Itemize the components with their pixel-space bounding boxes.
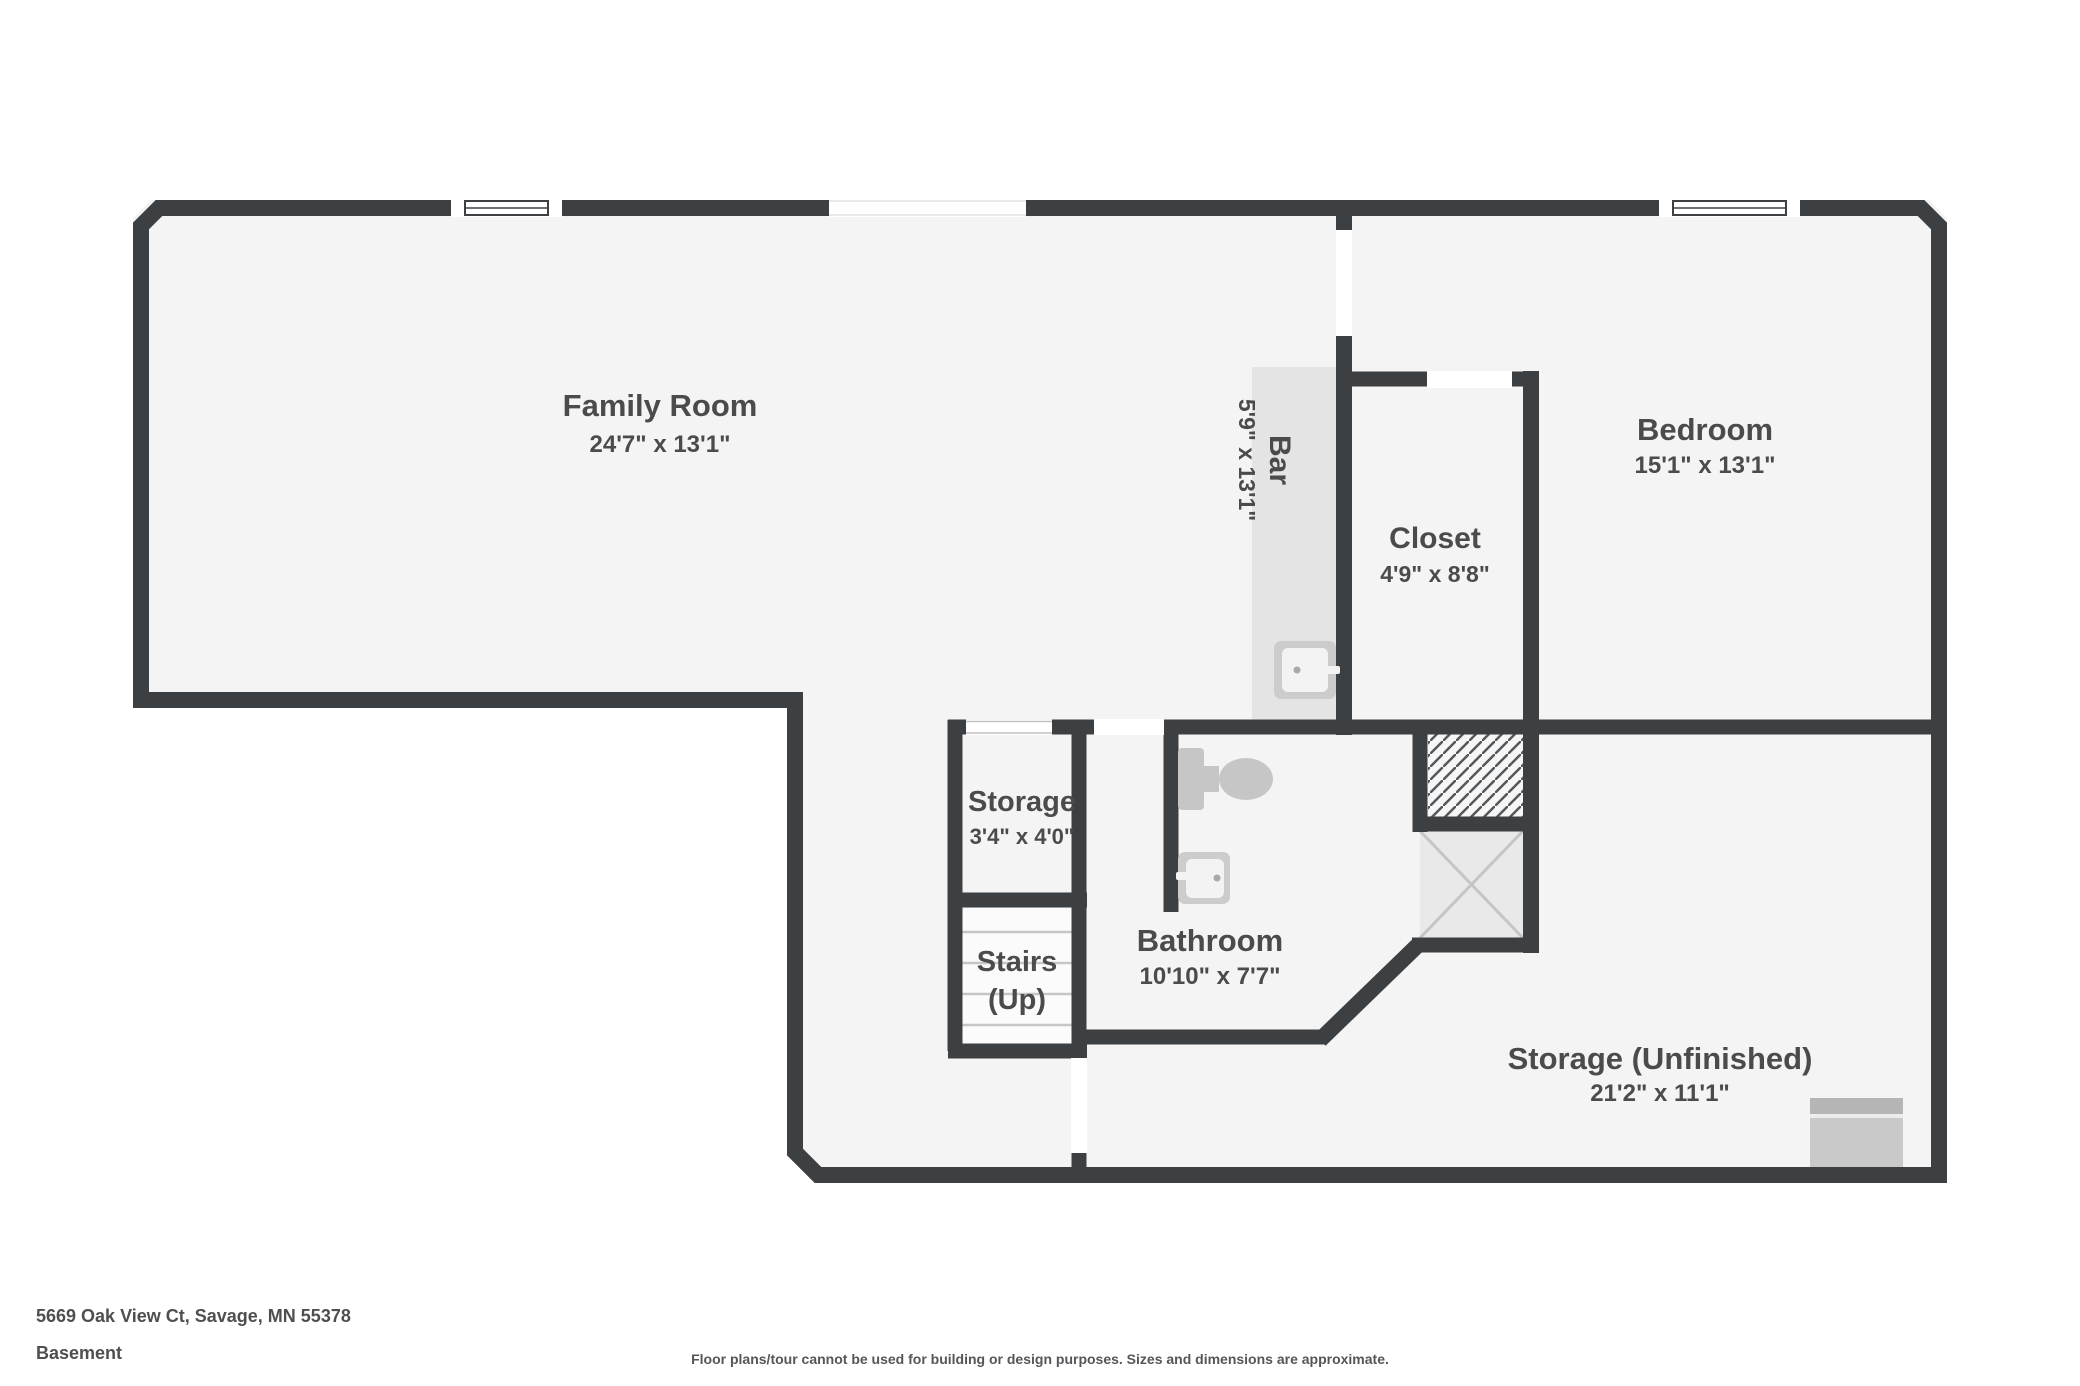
bathroom-angled-wall <box>1314 938 1425 1046</box>
bedroom-dims: 15'1" x 13'1" <box>1635 452 1776 479</box>
sink-drain <box>1213 874 1221 882</box>
cased-opening-icon <box>966 720 1052 735</box>
interior-walls <box>947 216 1939 1175</box>
rug-top-band <box>1810 1098 1903 1114</box>
storage-unfinished-dims: 21'2" x 11'1" <box>1590 1080 1730 1107</box>
shower-x-lines <box>1418 829 1525 940</box>
bathroom-label: Bathroom <box>1137 923 1283 958</box>
sink-drain <box>1293 666 1301 674</box>
sink-basin <box>1186 859 1224 898</box>
door-opening-icon <box>1336 230 1352 336</box>
footer-floor-label: Basement <box>36 1343 122 1363</box>
bathroom-dims: 10'10" x 7'7" <box>1140 963 1281 990</box>
bar-label: Bar <box>1263 435 1296 485</box>
closet-dims: 4'9" x 8'8" <box>1380 561 1490 587</box>
storage-opening-lines <box>966 720 1052 734</box>
family-room-dims: 24'7" x 13'1" <box>590 431 731 458</box>
windows <box>451 199 1800 217</box>
footer-address: 5669 Oak View Ct, Savage, MN 55378 <box>36 1306 351 1326</box>
door-opening-icon <box>1427 371 1512 388</box>
rug-separator <box>1810 1114 1903 1118</box>
sink-basin <box>1282 648 1328 692</box>
storage-opening <box>966 720 1052 735</box>
bedroom-label: Bedroom <box>1637 412 1773 447</box>
bar-label-group: Bar 5'9" x 13'1" <box>1234 399 1296 521</box>
storage-unfinished-label: Storage (Unfinished) <box>1508 1041 1813 1076</box>
window-icon <box>451 199 562 217</box>
footer-disclaimer: Floor plans/tour cannot be used for buil… <box>691 1351 1389 1367</box>
stairs-label: Stairs <box>977 946 1058 978</box>
toilet-tank <box>1178 748 1204 810</box>
opening-jamb-lines <box>829 200 1026 216</box>
footer: 5669 Oak View Ct, Savage, MN 55378 Basem… <box>36 1306 1389 1367</box>
family-room-label: Family Room <box>563 388 758 423</box>
stairs-floor <box>962 908 1072 1044</box>
closet-label: Closet <box>1389 522 1481 555</box>
sink-faucet-notch <box>1176 872 1190 880</box>
wall-opening-icon <box>829 199 1026 217</box>
door-openings <box>829 199 1512 1153</box>
door-opening-icon <box>1094 719 1164 735</box>
toilet-bowl <box>1219 758 1273 800</box>
window-icon <box>1659 199 1800 217</box>
sink-icon <box>1176 852 1230 904</box>
outer-walls <box>133 200 1947 1183</box>
toilet-neck <box>1204 766 1219 792</box>
storage-label: Storage <box>968 786 1076 818</box>
sink-icon <box>1274 641 1340 699</box>
hatched-chase-icon <box>1428 734 1523 817</box>
sink-faucet-notch <box>1326 666 1340 674</box>
equipment-rug-icon <box>1810 1098 1903 1167</box>
shower-x-icon <box>1418 829 1525 940</box>
storage-dims: 3'4" x 4'0" <box>970 824 1075 849</box>
toilet-icon <box>1178 748 1273 810</box>
room-labels: Family Room 24'7" x 13'1" Bedroom 15'1" … <box>563 388 1813 1107</box>
bar-dims: 5'9" x 13'1" <box>1234 399 1260 521</box>
stair-treads-icon <box>962 908 1072 1044</box>
top-wall-opening <box>829 199 1026 217</box>
stair-tread-lines <box>962 930 1072 1027</box>
door-opening-icon <box>1071 1058 1087 1153</box>
stairs-direction: (Up) <box>988 984 1046 1016</box>
